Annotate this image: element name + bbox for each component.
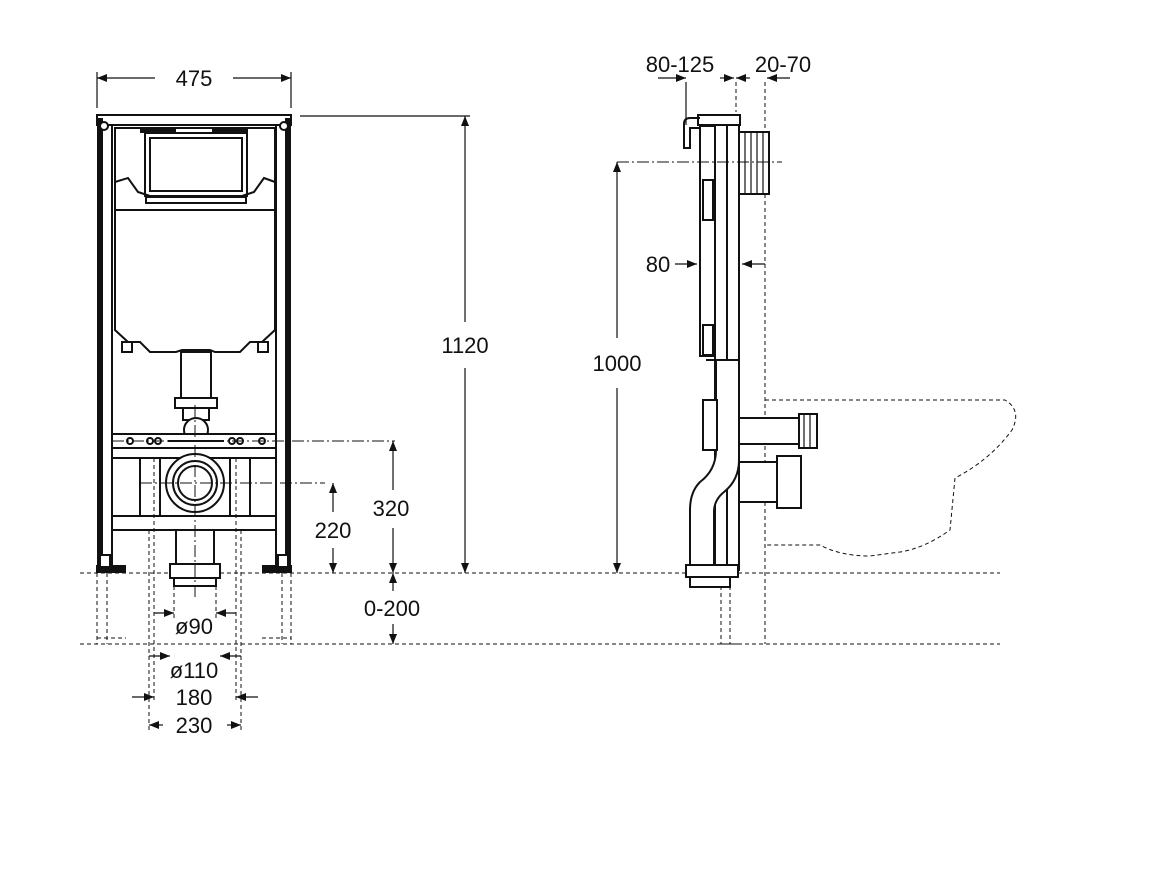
dim-outlet-inner: ø90	[175, 614, 213, 639]
dim-drain-height: 220	[315, 518, 352, 543]
dim-inlet-height: 1000	[593, 351, 642, 376]
front-view: 475 1120 320 220 0-200 ø90 ø110 180	[80, 66, 1000, 738]
cistern	[114, 127, 276, 443]
dim-width: 475	[176, 66, 213, 91]
dim-outlet-outer: ø110	[170, 658, 219, 683]
dim-bolt-spacing-outer: 230	[176, 713, 213, 738]
dim-bolt-spacing-inner: 180	[176, 685, 213, 710]
dim-frame-depth: 80	[646, 252, 670, 277]
dim-leg-adjustment: 0-200	[364, 596, 420, 621]
dim-cistern-offset: 80-125	[646, 52, 715, 77]
dim-flush-height: 320	[373, 496, 410, 521]
dim-wall-gap: 20-70	[755, 52, 811, 77]
dim-total-height: 1120	[441, 333, 488, 358]
side-view: 80-125 20-70 80 1000	[593, 52, 1017, 645]
side-pipes	[685, 359, 818, 588]
drain-assembly	[111, 405, 395, 730]
